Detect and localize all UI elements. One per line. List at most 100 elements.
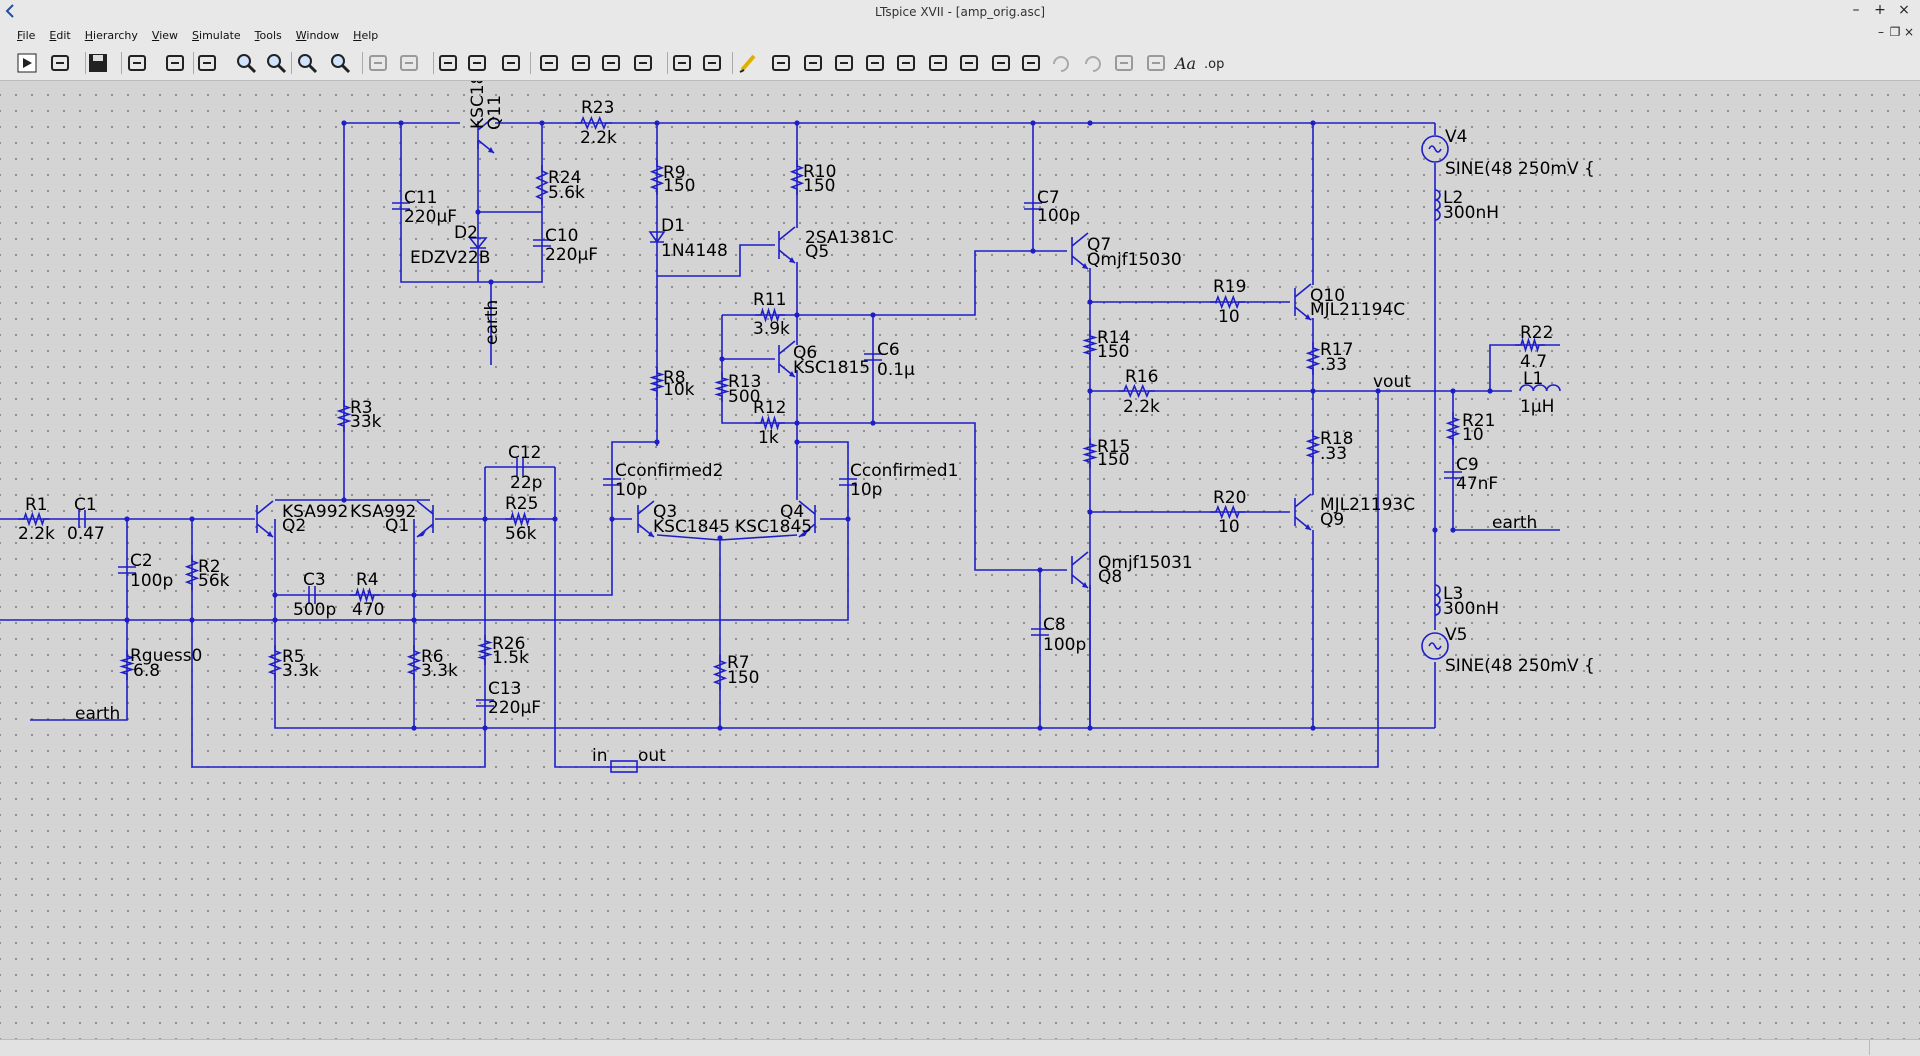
voltage-source[interactable] bbox=[1421, 135, 1449, 163]
resistor[interactable] bbox=[406, 645, 422, 680]
inductor-icon[interactable] bbox=[893, 50, 919, 76]
wire[interactable] bbox=[0, 519, 849, 621]
resistor[interactable] bbox=[714, 372, 730, 402]
wire[interactable] bbox=[797, 441, 849, 519]
capacitor[interactable] bbox=[533, 239, 551, 247]
wire[interactable] bbox=[657, 244, 775, 277]
maximize-button[interactable]: + bbox=[1874, 2, 1886, 18]
transistor[interactable] bbox=[256, 500, 274, 538]
inductor[interactable] bbox=[1434, 584, 1441, 616]
menu-view[interactable]: View bbox=[151, 29, 179, 42]
transistor[interactable] bbox=[1294, 493, 1312, 531]
print-setup-icon[interactable] bbox=[669, 50, 695, 76]
text-icon[interactable]: Aa bbox=[1173, 50, 1199, 76]
resistor[interactable] bbox=[575, 115, 612, 131]
wire[interactable] bbox=[554, 391, 1379, 768]
mirror-icon[interactable] bbox=[1143, 50, 1169, 76]
cascade-icon[interactable] bbox=[464, 50, 490, 76]
transistor[interactable] bbox=[416, 500, 434, 538]
halt-icon[interactable] bbox=[162, 50, 188, 76]
transistor[interactable] bbox=[798, 500, 816, 538]
wire[interactable] bbox=[722, 250, 1067, 316]
resistor[interactable] bbox=[789, 160, 805, 195]
size-grip[interactable] bbox=[1869, 1039, 1920, 1055]
resistor[interactable] bbox=[649, 367, 665, 397]
resistor[interactable] bbox=[505, 511, 535, 527]
capacitor[interactable] bbox=[1444, 471, 1462, 479]
tile-icon[interactable] bbox=[396, 50, 422, 76]
component-icon[interactable] bbox=[956, 50, 982, 76]
capacitor[interactable] bbox=[78, 510, 86, 528]
capacitor-icon[interactable] bbox=[862, 50, 888, 76]
resistor[interactable] bbox=[1210, 294, 1245, 310]
zener-diode[interactable] bbox=[468, 237, 488, 250]
minimize-button[interactable]: – bbox=[1852, 2, 1860, 18]
resistor[interactable] bbox=[1305, 430, 1321, 463]
menu-file[interactable]: File bbox=[17, 29, 36, 42]
resistor[interactable] bbox=[712, 655, 728, 690]
resistor[interactable] bbox=[649, 160, 665, 195]
transistor[interactable] bbox=[778, 226, 796, 264]
mdi-close-button[interactable]: × bbox=[1903, 25, 1915, 39]
inductor[interactable] bbox=[1519, 384, 1561, 392]
ground-icon[interactable] bbox=[768, 50, 794, 76]
copy-icon[interactable] bbox=[568, 50, 594, 76]
transistor[interactable] bbox=[637, 500, 655, 538]
resistor[interactable] bbox=[336, 400, 352, 432]
menu-edit[interactable]: Edit bbox=[49, 29, 71, 42]
resistor[interactable] bbox=[1445, 412, 1461, 445]
redo-icon[interactable] bbox=[1080, 50, 1106, 76]
rotate-icon[interactable] bbox=[1111, 50, 1137, 76]
ltspice-app-icon[interactable] bbox=[4, 4, 16, 18]
inductor[interactable] bbox=[1434, 189, 1441, 221]
spice-directive-icon[interactable]: .op bbox=[1202, 50, 1228, 76]
menu-hierarchy[interactable]: Hierarchy bbox=[84, 29, 138, 42]
mdi-restore-button[interactable]: ❐ bbox=[1889, 25, 1901, 39]
capacitor[interactable] bbox=[839, 478, 857, 486]
open-icon[interactable] bbox=[47, 50, 73, 76]
drag-icon[interactable] bbox=[1018, 50, 1044, 76]
zoom-in-icon[interactable] bbox=[233, 50, 259, 76]
resistor[interactable] bbox=[18, 511, 50, 527]
print-icon[interactable] bbox=[699, 50, 725, 76]
menu-help[interactable]: Help bbox=[353, 29, 379, 42]
resistor[interactable] bbox=[350, 587, 380, 603]
menu-tools[interactable]: Tools bbox=[254, 29, 282, 42]
cut-icon[interactable] bbox=[536, 50, 562, 76]
wire[interactable] bbox=[274, 519, 1435, 729]
resistor[interactable] bbox=[1515, 337, 1545, 353]
draw-wire-icon[interactable] bbox=[736, 50, 762, 76]
capacitor[interactable] bbox=[1031, 628, 1049, 636]
resistor[interactable] bbox=[535, 165, 549, 205]
control-panel-icon[interactable] bbox=[124, 50, 150, 76]
resistor[interactable] bbox=[267, 645, 283, 680]
capacitor[interactable] bbox=[864, 353, 882, 361]
resistor[interactable] bbox=[755, 415, 785, 431]
resistor[interactable] bbox=[755, 307, 785, 323]
label-net-icon[interactable] bbox=[800, 50, 826, 76]
capacitor[interactable] bbox=[1024, 202, 1042, 210]
undo-icon[interactable] bbox=[1048, 50, 1074, 76]
paste-icon[interactable] bbox=[598, 50, 624, 76]
resistor[interactable] bbox=[1082, 438, 1098, 468]
resistor[interactable] bbox=[1082, 330, 1098, 360]
tile-horizontal-icon[interactable] bbox=[435, 50, 461, 76]
capacitor[interactable] bbox=[476, 699, 494, 707]
resistor[interactable] bbox=[1305, 342, 1321, 375]
subcircuit-block[interactable] bbox=[610, 760, 638, 773]
voltage-source[interactable] bbox=[1421, 632, 1449, 660]
capacitor[interactable] bbox=[392, 202, 410, 210]
transistor[interactable] bbox=[1294, 283, 1312, 321]
menu-window[interactable]: Window bbox=[295, 29, 340, 42]
transistor[interactable] bbox=[1071, 551, 1089, 589]
resistor[interactable] bbox=[1118, 383, 1155, 399]
transistor[interactable] bbox=[1071, 232, 1089, 270]
cascade-windows-icon[interactable] bbox=[498, 50, 524, 76]
diode[interactable] bbox=[648, 231, 666, 244]
zoom-out-icon[interactable] bbox=[294, 50, 320, 76]
move-icon[interactable] bbox=[988, 50, 1014, 76]
find-icon[interactable] bbox=[630, 50, 656, 76]
resistor[interactable] bbox=[477, 635, 493, 665]
close-button[interactable]: × bbox=[1898, 2, 1910, 18]
